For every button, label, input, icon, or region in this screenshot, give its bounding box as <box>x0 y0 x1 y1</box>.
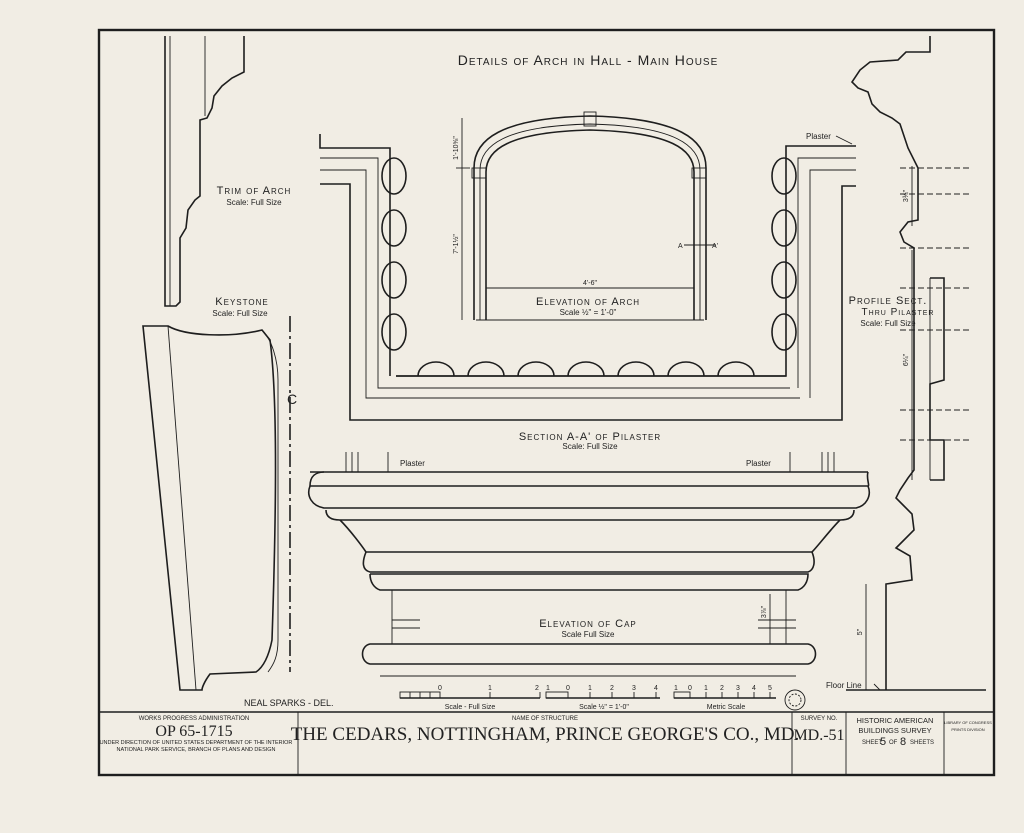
sheet-title: Details of Arch in Hall - Main House <box>458 52 719 68</box>
habs-line-2: BUILDINGS SURVEY <box>858 726 931 735</box>
trim-of-arch-profile <box>164 36 245 307</box>
scale-half-label: Scale ½" = 1'-0" <box>579 703 629 711</box>
sheet-total: 8 <box>900 736 906 748</box>
title-block <box>99 711 994 775</box>
scale-half-tick-0: 1 <box>546 685 550 692</box>
scale-metric-tick-4: 3 <box>736 685 740 692</box>
scale-half-tick-3: 2 <box>610 685 614 692</box>
pilaster-profile <box>846 36 986 691</box>
wpa-line-3: NATIONAL PARK SERVICE, BRANCH OF PLANS A… <box>116 747 275 753</box>
scale-half-tick-4: 3 <box>632 685 636 692</box>
scale-full-size <box>399 691 541 699</box>
profile-title-2: Thru Pilaster <box>862 307 935 318</box>
survey-seal <box>784 689 806 711</box>
scale-metric <box>673 691 776 699</box>
profile-title-1: Profile Sect. <box>849 295 928 307</box>
scale-metric-tick-5: 4 <box>752 685 756 692</box>
keystone-profile <box>142 316 291 691</box>
plaster-leader <box>835 135 853 145</box>
arch-section-mark-prime: A' <box>712 243 718 250</box>
floor-line-label: Floor Line <box>826 681 862 690</box>
sheet-number: 5 <box>880 736 886 748</box>
scale-metric-tick-1: 0 <box>688 685 692 692</box>
scale-metric-tick-6: 5 <box>768 685 772 692</box>
cap-plaster-right: Plaster <box>746 459 771 468</box>
scale-full-tick-2: 2 <box>535 685 539 692</box>
pilaster-section-title: Section A-A' of Pilaster <box>519 431 661 443</box>
scale-full-tick-1: 1 <box>488 685 492 692</box>
sheet-of: OF <box>889 740 898 746</box>
sheet-prefix: SHEET <box>862 740 882 746</box>
scale-full-tick-0: 0 <box>438 685 442 692</box>
profile-dim-bottom: 5" <box>857 628 864 635</box>
cap-elevation <box>308 452 871 677</box>
wpa-line-1: WORKS PROGRESS ADMINISTRATION <box>139 716 250 722</box>
cap-title: Elevation of Cap <box>539 618 637 630</box>
wpa-line-2: UNDER DIRECTION OF UNITED STATES DEPARTM… <box>100 740 293 746</box>
arch-title: Elevation of Arch <box>536 296 640 308</box>
wpa-number: OP 65-1715 <box>155 723 232 740</box>
survey-number: MD.-51 <box>793 727 844 744</box>
scale-metric-tick-2: 1 <box>704 685 708 692</box>
arch-span-dim: 4'-6" <box>583 280 597 287</box>
sheet-border <box>97 28 996 777</box>
cap-dim: 3⅞" <box>761 605 768 618</box>
scale-half-tick-1: 0 <box>566 685 570 692</box>
profile-scale: Scale: Full Size <box>860 319 916 328</box>
pilaster-section-scale: Scale: Full Size <box>562 442 618 451</box>
arch-dim-lower: 7'-1½" <box>452 234 460 254</box>
scale-half-tick-5: 4 <box>654 685 658 692</box>
loc-line-1: LIBRARY OF CONGRESS <box>944 720 992 725</box>
arch-scale: Scale ½" = 1'-0" <box>560 308 617 317</box>
arch-dim-upper: 1'-10⅝" <box>453 136 460 160</box>
arch-elevation <box>456 111 716 321</box>
keystone-scale: Scale: Full Size <box>212 309 268 318</box>
pilaster-section-plan <box>319 134 856 421</box>
loc-line-2: PRINTS DIVISION <box>951 727 984 732</box>
pilaster-plaster-label: Plaster <box>806 132 831 141</box>
draftsman-credit: NEAL SPARKS - DEL. <box>244 698 334 708</box>
keystone-title: Keystone <box>215 296 268 308</box>
profile-dim-mid: 6¼" <box>903 353 910 366</box>
trim-title: Trim of Arch <box>217 185 292 197</box>
scale-metric-tick-0: 1 <box>674 685 678 692</box>
profile-dim-top: 3¾" <box>903 189 910 202</box>
sheet-suffix: SHEETS <box>910 740 934 746</box>
structure-name: THE CEDARS, NOTTINGHAM, PRINCE GEORGE'S … <box>291 724 800 745</box>
habs-line-1: HISTORIC AMERICAN <box>857 716 934 725</box>
scale-half-inch <box>545 691 660 699</box>
scale-full-label: Scale - Full Size <box>445 704 496 711</box>
scale-metric-tick-3: 2 <box>720 685 724 692</box>
survey-label: SURVEY NO. <box>801 716 838 722</box>
arch-section-mark: A <box>678 243 683 250</box>
cap-plaster-left: Plaster <box>400 459 425 468</box>
structure-label: NAME OF STRUCTURE <box>512 716 578 722</box>
cap-scale: Scale Full Size <box>562 630 615 639</box>
trim-scale: Scale: Full Size <box>226 198 282 207</box>
scale-metric-label: Metric Scale <box>707 704 746 711</box>
scale-half-tick-2: 1 <box>588 685 592 692</box>
keystone-centerline: C <box>287 391 297 407</box>
